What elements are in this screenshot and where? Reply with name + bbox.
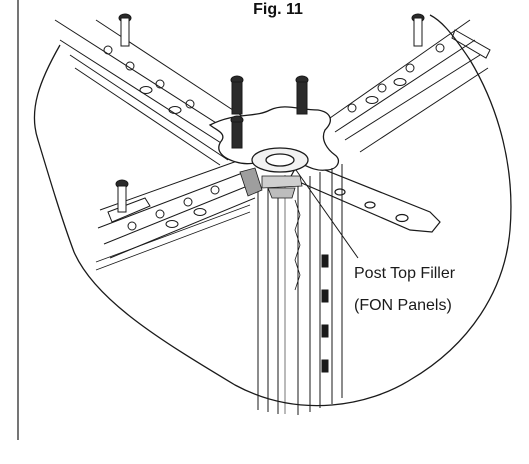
bolt-icon xyxy=(230,75,244,115)
callout-label-line2: (FON Panels) xyxy=(354,297,452,314)
bolt-icon xyxy=(115,179,129,213)
bolt-icon xyxy=(295,75,309,115)
callout-label-line1: Post Top Filler xyxy=(354,265,456,282)
rail-upper-left xyxy=(54,19,246,166)
vertical-post xyxy=(257,164,343,415)
post-top-filler xyxy=(239,167,303,199)
figure-title: Fig. 11 xyxy=(253,1,303,18)
cross-connector-plate xyxy=(208,106,340,173)
connector-arm-lower-right xyxy=(289,159,441,233)
rail-upper-right xyxy=(329,19,491,153)
rail-lower-left xyxy=(95,159,256,271)
cutaway-outline xyxy=(33,14,512,407)
bolt-icon xyxy=(411,13,425,47)
bolt-icon xyxy=(230,115,244,149)
bolt-icon xyxy=(118,13,132,47)
callout-leader-line xyxy=(295,169,359,259)
